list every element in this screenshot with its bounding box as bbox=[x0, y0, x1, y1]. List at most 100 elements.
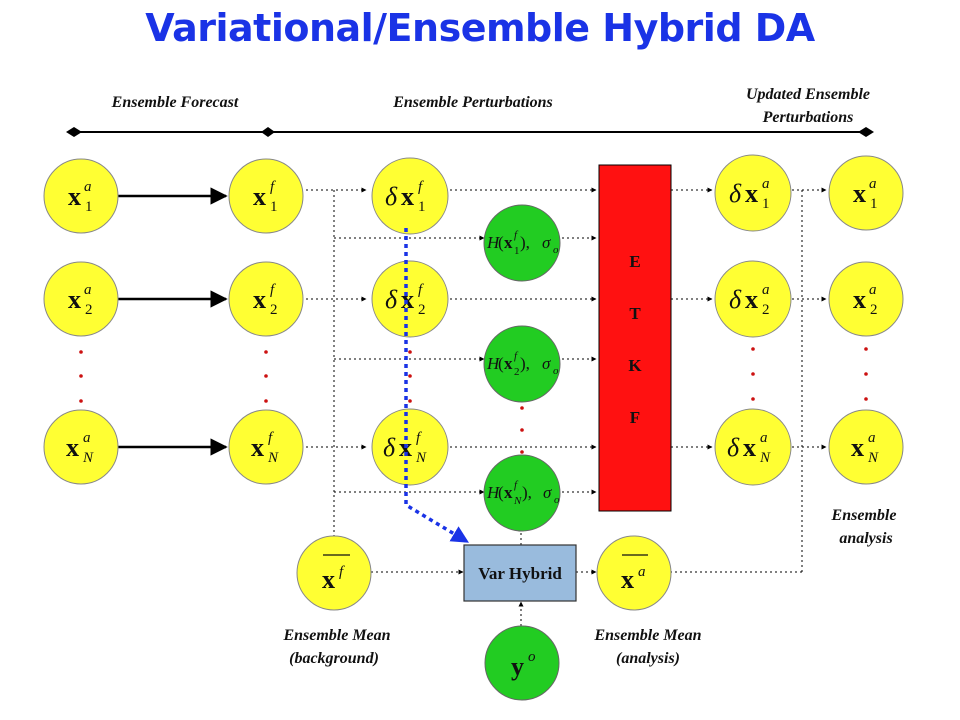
svg-text:δ: δ bbox=[385, 182, 398, 211]
svg-text:a: a bbox=[760, 430, 768, 446]
caption-mean-analysis-2: (analysis) bbox=[616, 650, 680, 667]
svg-text:2: 2 bbox=[85, 302, 93, 318]
svg-text:a: a bbox=[638, 564, 646, 580]
svg-text:σ: σ bbox=[543, 483, 552, 502]
node-mean-background: x f bbox=[296, 535, 372, 611]
blue-dashed-arrow bbox=[404, 228, 470, 543]
svg-text:o: o bbox=[554, 494, 560, 506]
svg-text:o: o bbox=[528, 649, 536, 665]
svg-text:x: x bbox=[251, 433, 264, 462]
svg-text:N: N bbox=[759, 450, 771, 466]
diagram-title: Variational/Ensemble Hybrid DA bbox=[145, 6, 815, 50]
svg-text:x: x bbox=[743, 433, 756, 462]
node-obs-1: H ( x f 1 ), σ o bbox=[483, 204, 561, 282]
svg-text:a: a bbox=[84, 179, 92, 195]
svg-text:x: x bbox=[851, 433, 864, 462]
node-xf-1: x f 1 bbox=[228, 158, 304, 234]
caption-ensemble-analysis-1: Ensemble bbox=[831, 507, 897, 524]
svg-text:x: x bbox=[68, 182, 81, 211]
svg-text:o: o bbox=[553, 365, 559, 377]
svg-text:a: a bbox=[868, 430, 876, 446]
svg-text:H: H bbox=[486, 233, 501, 252]
svg-text:2: 2 bbox=[514, 366, 520, 378]
svg-text:N: N bbox=[82, 450, 94, 466]
svg-text:x: x bbox=[253, 285, 266, 314]
svg-text:N: N bbox=[415, 450, 427, 466]
svg-text:f: f bbox=[514, 229, 519, 241]
node-xa-1: x a 1 bbox=[43, 158, 119, 234]
svg-text:a: a bbox=[762, 282, 770, 298]
svg-text:f: f bbox=[268, 430, 274, 446]
etkf-letter-t: T bbox=[629, 304, 641, 323]
etkf-letter-k: K bbox=[628, 356, 642, 375]
var-hybrid-label: Var Hybrid bbox=[478, 564, 562, 583]
caption-mean-analysis-1: Ensemble Mean bbox=[593, 627, 701, 644]
svg-text:a: a bbox=[869, 176, 877, 192]
svg-text:f: f bbox=[514, 350, 519, 362]
svg-text:(: ( bbox=[498, 233, 504, 252]
svg-text:x: x bbox=[66, 433, 79, 462]
svg-text:x: x bbox=[504, 233, 513, 252]
svg-text:f: f bbox=[418, 179, 424, 195]
etkf-letter-e: E bbox=[629, 252, 640, 271]
svg-text:1: 1 bbox=[418, 199, 426, 215]
caption-mean-background-2: (background) bbox=[289, 650, 379, 667]
section-updated-line2: Perturbations bbox=[762, 109, 854, 126]
svg-text:(: ( bbox=[498, 483, 504, 502]
svg-text:1: 1 bbox=[514, 245, 520, 257]
node-xa-out-1: x a 1 bbox=[828, 155, 904, 231]
svg-text:1: 1 bbox=[762, 196, 770, 212]
section-ensemble-perturbations: Ensemble Perturbations bbox=[392, 94, 553, 111]
svg-text:δ: δ bbox=[385, 285, 398, 314]
svg-text:x: x bbox=[322, 565, 335, 594]
svg-text:),: ), bbox=[520, 354, 530, 373]
svg-text:2: 2 bbox=[870, 302, 878, 318]
section-ensemble-forecast: Ensemble Forecast bbox=[111, 94, 239, 111]
caption-mean-background-1: Ensemble Mean bbox=[282, 627, 390, 644]
svg-text:x: x bbox=[853, 285, 866, 314]
svg-text:a: a bbox=[84, 282, 92, 298]
svg-text:x: x bbox=[745, 285, 758, 314]
etkf-box bbox=[598, 164, 672, 512]
svg-text:σ: σ bbox=[542, 233, 551, 252]
node-dxf-1: δ x f 1 bbox=[371, 157, 449, 235]
node-obs-2: H ( x f 2 ), σ o bbox=[483, 325, 561, 403]
svg-text:H: H bbox=[486, 483, 501, 502]
svg-text:δ: δ bbox=[729, 179, 742, 208]
node-dxa-1: δ x a 1 bbox=[714, 154, 792, 232]
svg-text:1: 1 bbox=[870, 196, 878, 212]
svg-text:x: x bbox=[401, 182, 414, 211]
svg-text:σ: σ bbox=[542, 354, 551, 373]
svg-text:δ: δ bbox=[729, 285, 742, 314]
svg-text:f: f bbox=[270, 179, 276, 195]
svg-text:2: 2 bbox=[418, 302, 426, 318]
node-xa-n: x a N bbox=[43, 409, 119, 485]
node-xf-2: x f 2 bbox=[228, 261, 304, 337]
svg-text:f: f bbox=[514, 479, 519, 491]
span-marker-mid bbox=[261, 127, 275, 137]
svg-text:1: 1 bbox=[85, 199, 93, 215]
svg-text:x: x bbox=[745, 179, 758, 208]
ellipsis-dots bbox=[79, 347, 868, 454]
node-xa-2: x a 2 bbox=[43, 261, 119, 337]
svg-text:x: x bbox=[504, 354, 513, 373]
svg-text:),: ), bbox=[520, 233, 530, 252]
etkf-letter-f: F bbox=[630, 408, 640, 427]
svg-text:y: y bbox=[511, 652, 524, 681]
node-xa-out-n: x a N bbox=[828, 409, 904, 485]
svg-text:a: a bbox=[869, 282, 877, 298]
node-mean-analysis: x a bbox=[596, 535, 672, 611]
node-dxa-n: δ x a N bbox=[714, 408, 792, 486]
svg-text:x: x bbox=[853, 179, 866, 208]
node-xa-out-2: x a 2 bbox=[828, 261, 904, 337]
svg-text:x: x bbox=[253, 182, 266, 211]
svg-text:2: 2 bbox=[270, 302, 278, 318]
svg-text:f: f bbox=[416, 430, 422, 446]
svg-text:x: x bbox=[621, 565, 634, 594]
node-obs-n: H ( x f N ), σ o bbox=[483, 454, 561, 532]
svg-text:x: x bbox=[68, 285, 81, 314]
span-marker-right bbox=[858, 127, 874, 137]
section-updated-line1: Updated Ensemble bbox=[746, 86, 870, 103]
